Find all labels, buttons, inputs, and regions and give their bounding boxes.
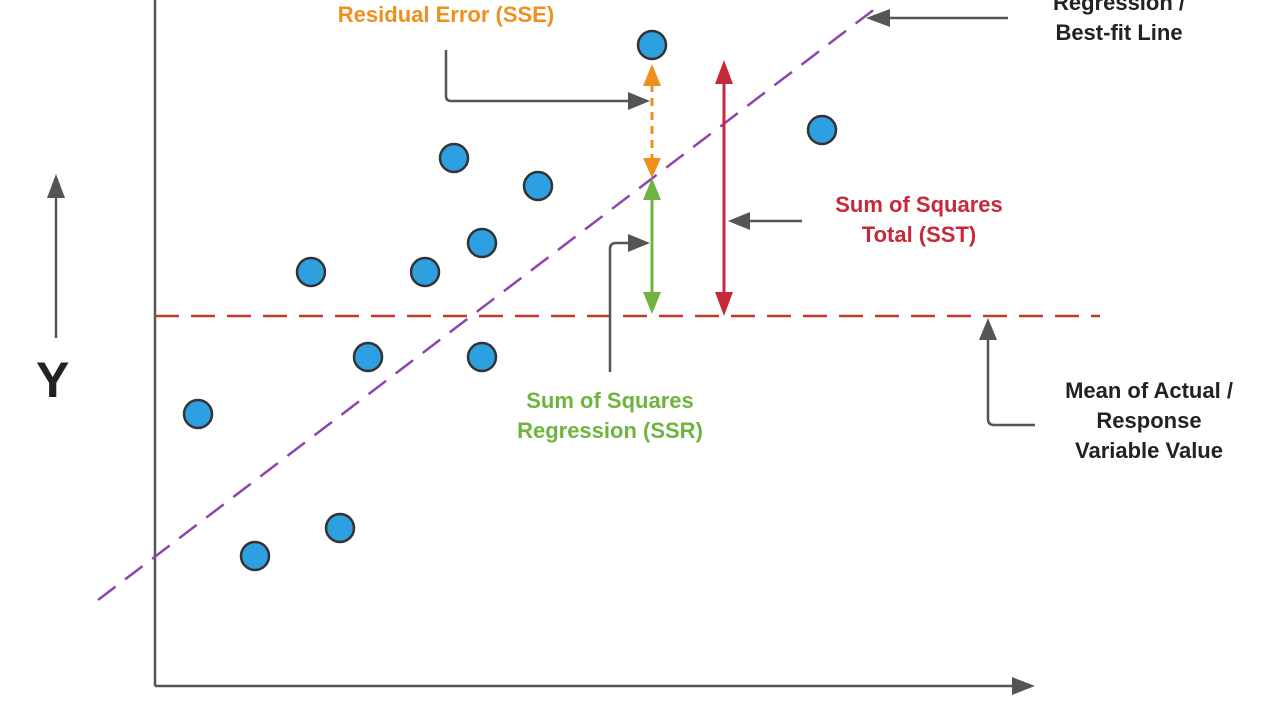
regression-line: [97, 7, 877, 601]
y-axis-label: Y: [36, 352, 70, 408]
data-point: [636, 29, 668, 61]
ssr-callout-connector: [608, 241, 630, 372]
sse-arrow: [643, 64, 661, 178]
sse-label: Residual Error (SSE): [337, 2, 555, 27]
regression-line-label: Regression / Best-fit Line: [1052, 0, 1186, 45]
ssr-label: Sum of Squares Regression (SSR): [517, 388, 703, 443]
sse-callout-connector: [444, 50, 632, 103]
y-direction-arrowhead: [47, 174, 65, 198]
sst-callout-arrowhead: [728, 212, 750, 230]
data-point: [182, 398, 214, 430]
mean-callout-connector: [986, 338, 1035, 427]
ssr-callout-arrowhead: [628, 234, 650, 252]
sst-label: Sum of Squares Total (SST): [835, 192, 1003, 247]
data-point: [806, 114, 838, 146]
data-point: [466, 227, 498, 259]
data-point: [324, 512, 356, 544]
data-point: [522, 170, 554, 202]
mean-label: Mean of Actual / Response Variable Value: [1065, 378, 1233, 463]
data-point: [295, 256, 327, 288]
regression-callout-arrowhead: [866, 9, 890, 27]
sst-arrow: [715, 60, 733, 316]
data-points: [182, 29, 838, 572]
x-axis-arrowhead: [1012, 677, 1035, 695]
data-point: [466, 341, 498, 373]
ssr-arrow: [643, 178, 661, 314]
data-point: [239, 540, 271, 572]
data-point: [352, 341, 384, 373]
data-point: [438, 142, 470, 174]
sse-callout-arrowhead: [628, 92, 650, 110]
mean-callout-arrowhead: [979, 318, 997, 340]
data-point: [409, 256, 441, 288]
